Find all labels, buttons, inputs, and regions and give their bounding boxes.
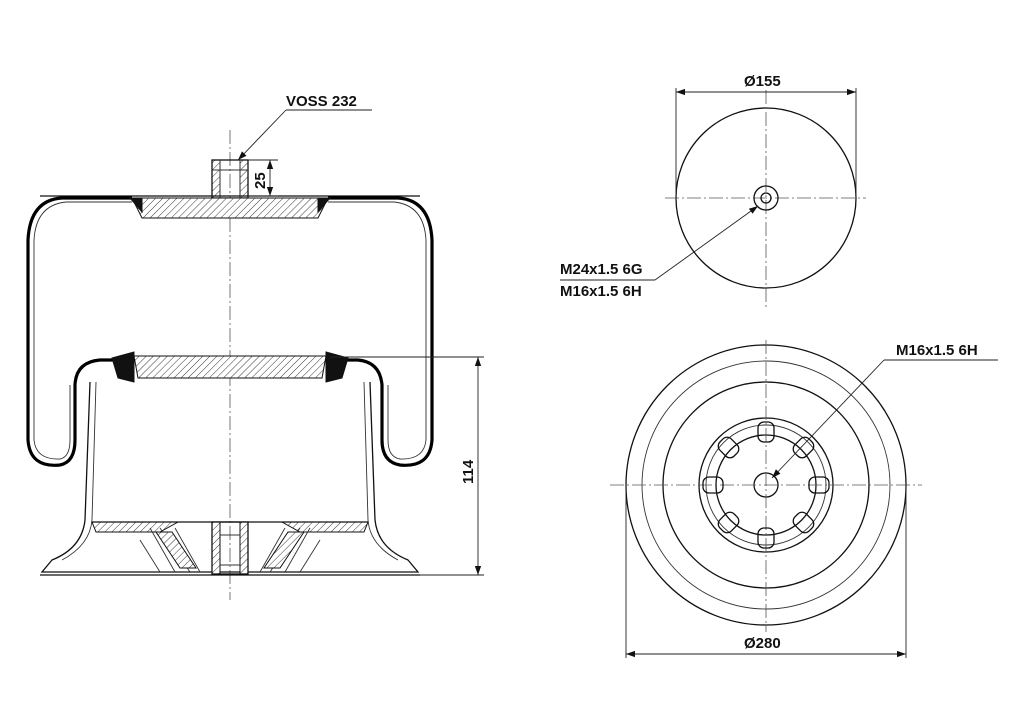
top-thread-inner	[760, 192, 772, 204]
fitting-left-wall	[211, 159, 221, 199]
top-thread-outer	[753, 185, 779, 211]
height-114-label: 114	[460, 459, 477, 484]
top-view: Ø155 M24x1.5 6G M16x1.5 6H	[560, 73, 866, 310]
bottom-insert	[211, 521, 249, 575]
piston-body	[40, 381, 420, 573]
side-view: VOSS 232 25 114	[26, 93, 484, 600]
thread-m24-label: M24x1.5 6G	[560, 261, 643, 278]
rubber-bellow	[26, 196, 434, 467]
bead-right	[325, 351, 349, 383]
bottom-insert-right	[239, 521, 249, 575]
bottom-insert-left	[211, 521, 221, 575]
bead-left	[111, 351, 135, 383]
piston-top	[133, 355, 327, 379]
diameter-280-label: Ø280	[744, 635, 781, 652]
piston-thread-label: M16x1.5 6H	[896, 342, 978, 359]
height-25-label: 25	[252, 172, 269, 189]
top-plate	[131, 197, 329, 219]
thread-m16-label: M16x1.5 6H	[560, 283, 642, 300]
voss-label: VOSS 232	[286, 93, 357, 110]
diameter-155-label: Ø155	[744, 73, 781, 90]
piston-ribs	[702, 421, 830, 549]
fitting-right-wall	[239, 159, 249, 199]
bottom-view: M16x1.5 6H Ø280	[610, 340, 998, 658]
